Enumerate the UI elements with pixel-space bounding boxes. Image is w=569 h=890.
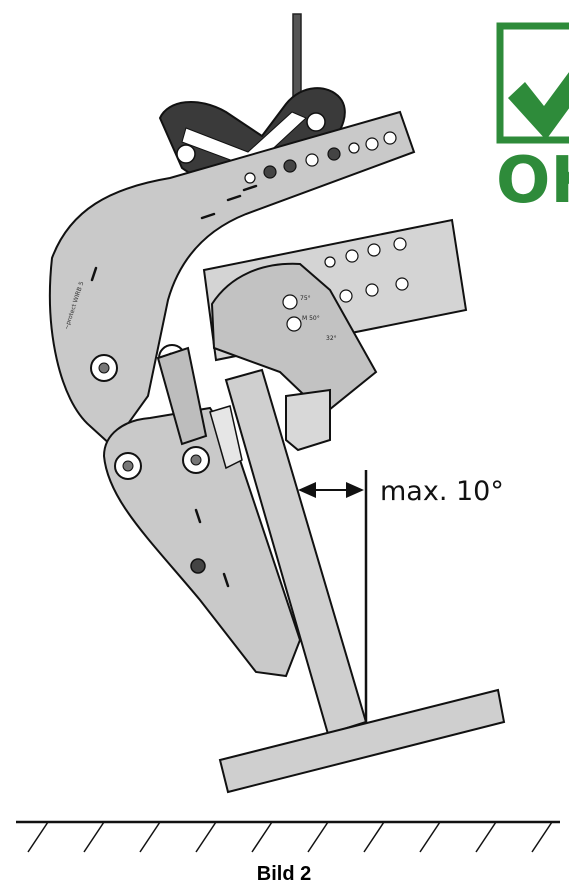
slot-label-m50: M 50° (302, 315, 320, 322)
clamp-side-plate (210, 262, 378, 416)
clamp-plate-body (49, 110, 416, 448)
pivot-bolt (114, 452, 142, 480)
arrowhead-left-icon (298, 482, 316, 498)
linkage-arm (156, 346, 208, 446)
slot-label-32: 32° (326, 335, 337, 342)
adjustment-hole-row (244, 131, 397, 184)
t-beam-flange (218, 688, 506, 794)
jaw-bracket (285, 388, 331, 452)
clamp-main-plate: ~protect WIRB 5 (49, 110, 416, 678)
pivot-bolt (182, 446, 210, 474)
clamp-lower-jaw (102, 406, 302, 678)
side-plate-slots: 75° M 50° 32° (282, 294, 337, 342)
shackle-bolt-left (176, 144, 196, 164)
ok-badge: OK (496, 22, 569, 218)
toothed-jaw (209, 405, 243, 470)
plate-slot-marks (90, 184, 258, 588)
angle-label: max. 10° (380, 476, 504, 507)
extension-arm-holes (324, 237, 409, 303)
pivot-bolt (90, 354, 118, 382)
ground-hatching (16, 820, 560, 853)
arrowhead-right-icon (346, 482, 364, 498)
slot-label-75: 75° (300, 295, 311, 302)
ok-badge-text: OK (496, 144, 569, 218)
angle-indicator: max. 10° (298, 470, 504, 724)
figure-caption: Bild 2 (257, 863, 311, 885)
shackle (158, 87, 346, 183)
checkmark-icon (508, 72, 569, 140)
locking-pin (190, 558, 206, 574)
crane-rod (292, 13, 302, 103)
shackle-bolt-right (306, 112, 326, 132)
